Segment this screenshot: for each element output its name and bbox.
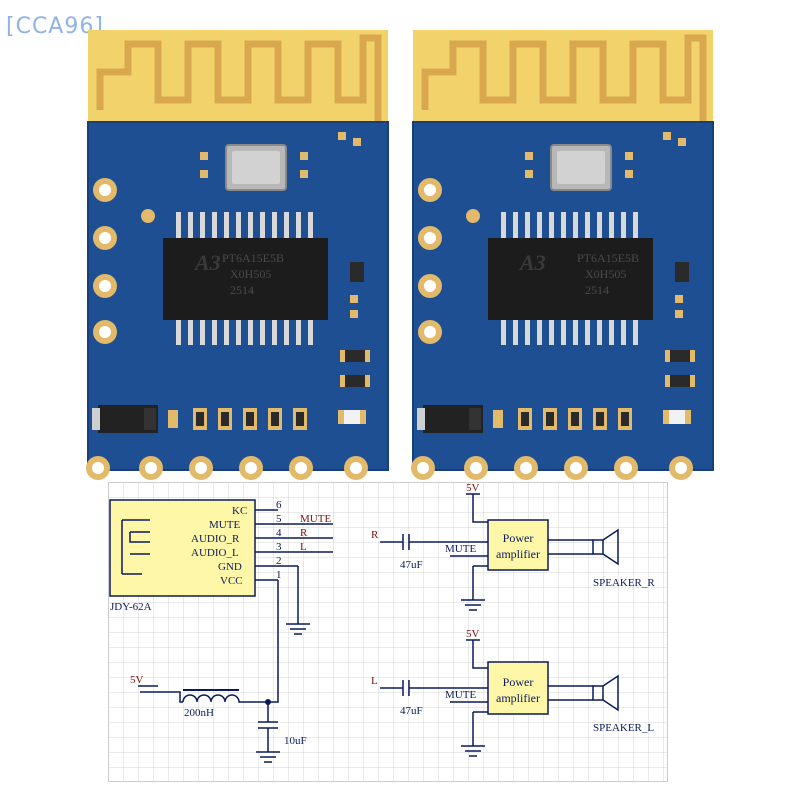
speaker-r-label: SPEAKER_R <box>593 577 655 589</box>
amp-r-mute: MUTE <box>445 543 476 555</box>
module-name: JDY-62A <box>110 601 152 613</box>
amp-l-title1: Power <box>503 675 534 689</box>
chip-line3-left: 2514 <box>230 283 254 297</box>
amp-r-input: R <box>371 529 379 541</box>
schematic: KC MUTE AUDIO_R AUDIO_L GND VCC 6 5 4 3 … <box>108 482 668 782</box>
amp-l-title2: amplifier <box>496 691 540 705</box>
pin-num-5: 5 <box>276 513 282 525</box>
chip-line3-right: 2514 <box>585 283 609 297</box>
chip-line1-left: PT6A15E5B <box>222 251 284 265</box>
junction-dot <box>265 699 271 705</box>
pin-label-mute: MUTE <box>209 519 240 531</box>
pin-label-vcc: VCC <box>220 575 243 587</box>
pin-label-kc: KC <box>232 505 247 517</box>
chip-line1-right: PT6A15E5B <box>577 251 639 265</box>
amp-l-mute: MUTE <box>445 689 476 701</box>
amp-l-vcc: 5V <box>466 628 480 640</box>
chip-line2-left: X0H505 <box>230 267 271 281</box>
chip-logo-left: A3 <box>193 250 221 275</box>
amp-r-title2: amplifier <box>496 547 540 561</box>
amp-r-cap: 47uF <box>400 559 423 571</box>
module-photo: A3 PT6A15E5B X0H505 2514 A3 PT6A15E5B X0… <box>0 0 800 480</box>
net-r: R <box>300 527 308 539</box>
pin-num-4: 4 <box>276 527 282 539</box>
amp-l-cap: 47uF <box>400 705 423 717</box>
pin-num-2: 2 <box>276 555 282 567</box>
amp-l-input: L <box>371 675 378 687</box>
pin-num-6: 6 <box>276 499 282 511</box>
speaker-l-label: SPEAKER_L <box>593 722 654 734</box>
chip-line2-right: X0H505 <box>585 267 626 281</box>
pin-label-audio-l: AUDIO_L <box>191 547 239 559</box>
pin-label-gnd: GND <box>218 561 242 573</box>
capacitor-label: 10uF <box>284 735 307 747</box>
net-l: L <box>300 541 307 553</box>
chip-logo-right: A3 <box>518 250 546 275</box>
pin-num-1: 1 <box>276 569 282 581</box>
pin-num-3: 3 <box>276 541 282 553</box>
amp-r-vcc: 5V <box>466 482 480 494</box>
module-right <box>411 30 713 480</box>
net-mute: MUTE <box>300 513 331 525</box>
watermark: [CCA96] <box>6 14 104 39</box>
inductor-label: 200nH <box>184 707 214 719</box>
supply-voltage: 5V <box>130 674 144 686</box>
amp-r-title1: Power <box>503 531 534 545</box>
pin-label-audio-r: AUDIO_R <box>191 533 240 545</box>
